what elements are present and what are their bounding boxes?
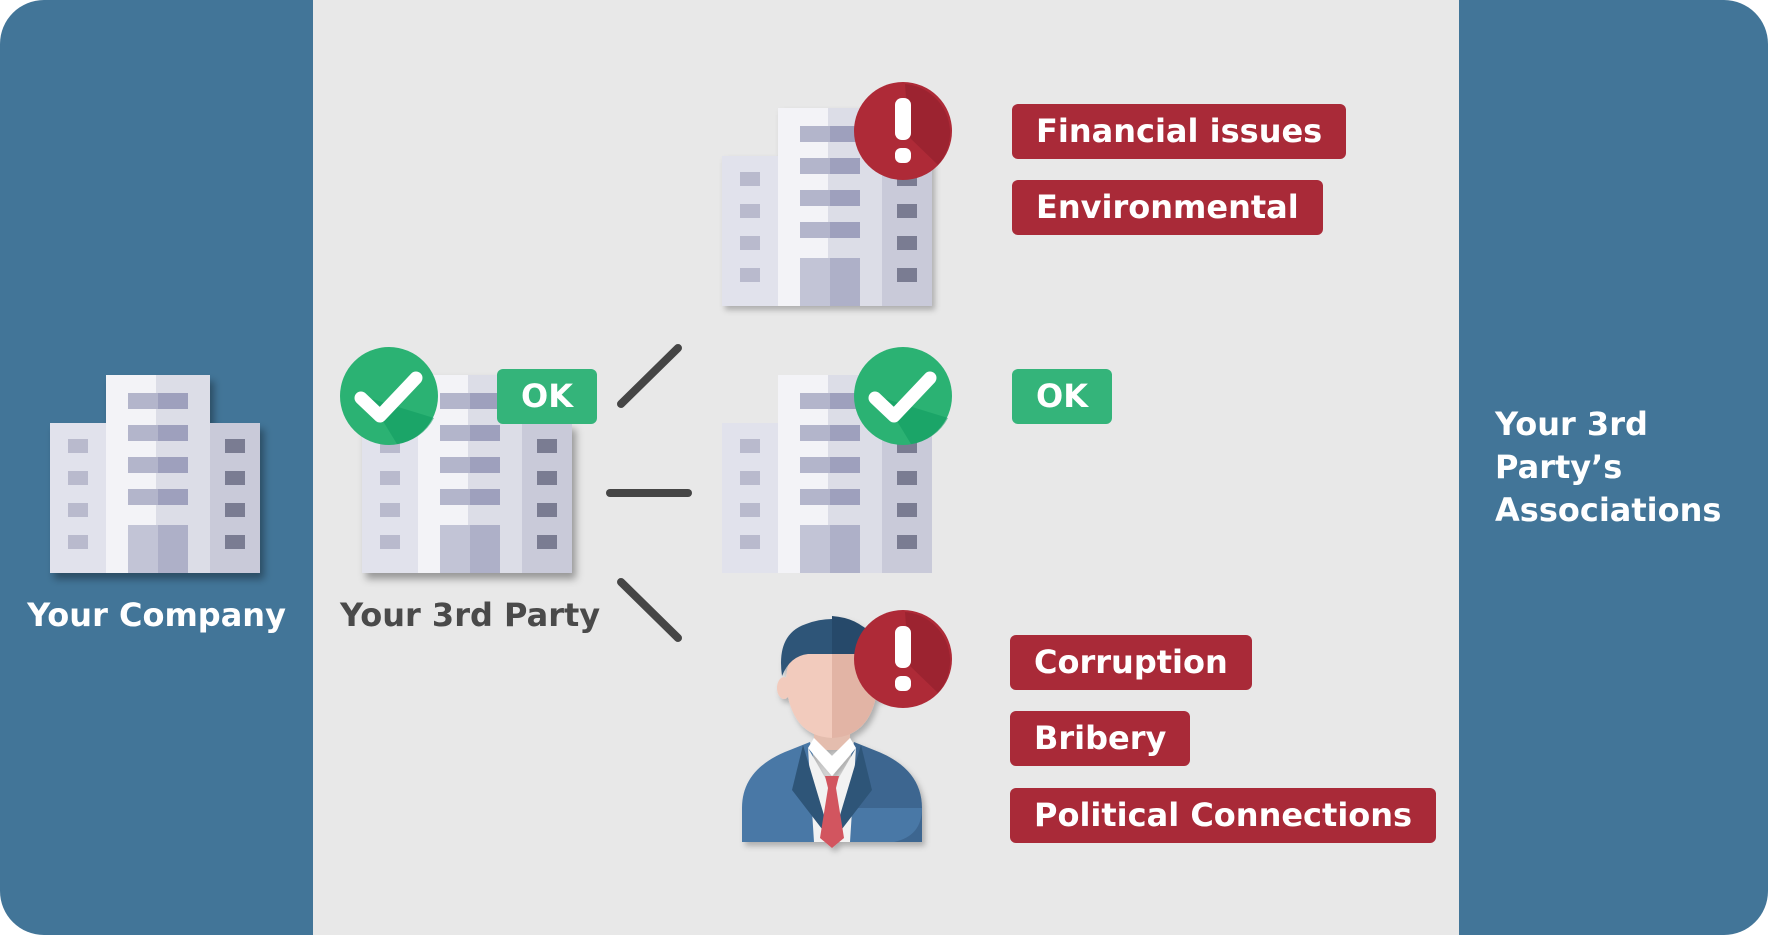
third-party-check-icon [340,347,438,445]
businessman-icon [742,616,922,848]
connector-to-bottom-association [617,578,682,642]
your-company-building-icon [50,375,260,573]
financial-issues-tag: Financial issues [1012,104,1347,159]
environmental-tag: Environmental [1012,180,1323,235]
association-check-icon [854,347,952,445]
bribery-tag: Bribery [1010,711,1191,766]
connector-to-top-association [617,344,682,408]
associations-label: Your 3rd Party’s Associations [1495,405,1722,529]
your-company-label: Your Company [27,596,286,634]
your-third-party-label: Your 3rd Party [340,596,601,634]
third-party-ok-tag: OK [497,369,597,424]
association-alert-icon-2 [854,610,952,708]
corruption-tag: Corruption [1010,635,1252,690]
political-connections-tag: Political Connections [1010,788,1437,843]
association-alert-icon-1 [854,82,952,180]
association-ok-tag: OK [1012,369,1112,424]
connector-lines [606,344,692,642]
associations-panel [1459,0,1768,935]
